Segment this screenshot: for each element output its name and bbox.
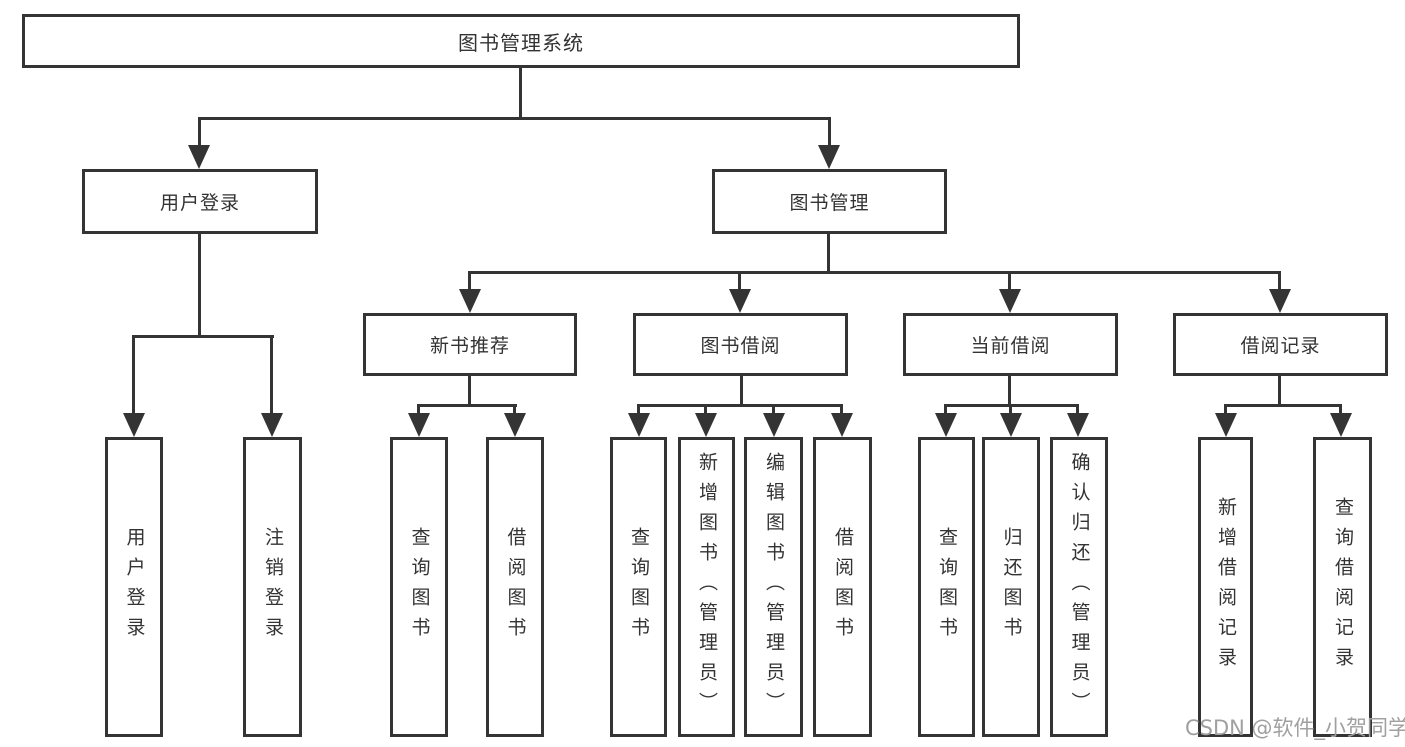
connector-line (468, 271, 471, 293)
node-label: 注销登录 (262, 527, 284, 647)
node-label: 图书管理 (789, 192, 870, 214)
leaf-logout: 注销登录 (243, 437, 302, 737)
leaf-query-books-2: 查询图书 (610, 437, 667, 737)
arrow-down-icon (459, 289, 481, 313)
node-user-login: 用户登录 (82, 169, 318, 234)
leaf-query-books-3: 查询图书 (918, 437, 975, 737)
connector-line (1278, 271, 1281, 293)
arrow-down-icon (628, 413, 650, 437)
node-label: 确认归还（管理员） (1068, 452, 1091, 722)
connector-line (772, 404, 775, 416)
node-label: 新增图书（管理员） (696, 452, 718, 722)
connector-line (468, 376, 471, 407)
node-label: 图书借阅 (700, 335, 781, 357)
node-label: 编辑图书（管理员） (763, 452, 785, 722)
node-label: 用户登录 (159, 192, 240, 214)
node-label: 新增借阅记录 (1215, 497, 1237, 677)
arrow-down-icon (188, 145, 210, 169)
leaf-confirm-return-admin: 确认归还（管理员） (1050, 437, 1108, 737)
leaf-borrow-books-2: 借阅图书 (813, 437, 872, 737)
arrow-down-icon (818, 145, 840, 169)
arrow-down-icon (935, 413, 957, 437)
connector-line (417, 404, 420, 416)
connector-line (738, 271, 741, 293)
connector-line (740, 376, 743, 407)
connector-line (828, 117, 831, 148)
connector-line (513, 404, 516, 416)
connector-line (1008, 271, 1011, 293)
connector-line (1224, 404, 1227, 416)
connector-level1-rail (198, 117, 831, 120)
arrow-down-icon (831, 413, 853, 437)
connector-mgmt-stub (827, 234, 830, 274)
node-label: 查询图书 (936, 527, 958, 647)
connector-line (1339, 404, 1342, 416)
leaf-return-books: 归还图书 (982, 437, 1040, 737)
node-borrow-records: 借阅记录 (1173, 313, 1388, 376)
leaf-user-login: 用户登录 (105, 437, 163, 737)
node-label: 查询借阅记录 (1332, 497, 1354, 677)
arrow-down-icon (1215, 413, 1237, 437)
connector-user-rail (132, 335, 274, 338)
arrow-down-icon (408, 413, 430, 437)
connector-line (1008, 376, 1011, 407)
node-current-borrow: 当前借阅 (903, 313, 1118, 376)
arrow-down-icon (1269, 289, 1291, 313)
leaf-add-borrow-record: 新增借阅记录 (1198, 437, 1253, 737)
node-label: 归还图书 (1000, 527, 1023, 647)
connector-line (1009, 404, 1012, 416)
watermark: CSDN @软件_小贺同学 (1185, 716, 1405, 740)
node-book-borrow: 图书借阅 (633, 313, 848, 376)
node-label: 借阅图书 (504, 527, 527, 647)
leaf-borrow-books-1: 借阅图书 (486, 437, 544, 737)
node-label: 借阅记录 (1240, 335, 1321, 357)
arrow-down-icon (1330, 413, 1352, 437)
connector-line (704, 404, 707, 416)
node-new-book-recommend: 新书推荐 (363, 313, 577, 376)
connector-user-stub (198, 234, 201, 337)
arrow-down-icon (1067, 413, 1089, 437)
arrow-down-icon (123, 413, 145, 437)
connector-line (198, 117, 201, 148)
arrow-down-icon (695, 413, 717, 437)
node-label: 用户登录 (123, 527, 146, 647)
connector-line (637, 404, 640, 416)
connector-rail (1224, 404, 1342, 407)
arrow-down-icon (504, 413, 526, 437)
connector-rail (637, 404, 843, 407)
connector-level2-rail (468, 271, 1281, 274)
node-label: 新书推荐 (429, 335, 510, 357)
connector-line (1278, 376, 1281, 407)
leaf-query-borrow-record: 查询借阅记录 (1313, 437, 1372, 737)
leaf-edit-books-admin: 编辑图书（管理员） (744, 437, 803, 737)
connector-rail (417, 404, 517, 407)
connector-root-stub (519, 68, 522, 120)
connector-line (944, 404, 947, 416)
node-library-management-system: 图书管理系统 (22, 14, 1020, 68)
arrow-down-icon (1000, 413, 1022, 437)
arrow-down-icon (763, 413, 785, 437)
node-label: 查询图书 (628, 527, 650, 647)
arrow-down-icon (999, 289, 1021, 313)
node-label: 图书管理系统 (458, 30, 584, 55)
connector-line (1076, 404, 1079, 416)
node-label: 借阅图书 (832, 527, 854, 647)
node-label: 当前借阅 (970, 335, 1051, 357)
arrow-down-icon (261, 413, 283, 437)
node-book-management: 图书管理 (712, 169, 947, 234)
connector-line (840, 404, 843, 416)
node-label: 查询图书 (408, 527, 431, 647)
leaf-add-books-admin: 新增图书（管理员） (678, 437, 735, 737)
leaf-query-books-1: 查询图书 (390, 437, 448, 737)
arrow-down-icon (729, 289, 751, 313)
connector-line (270, 335, 273, 415)
connector-line (132, 335, 135, 415)
